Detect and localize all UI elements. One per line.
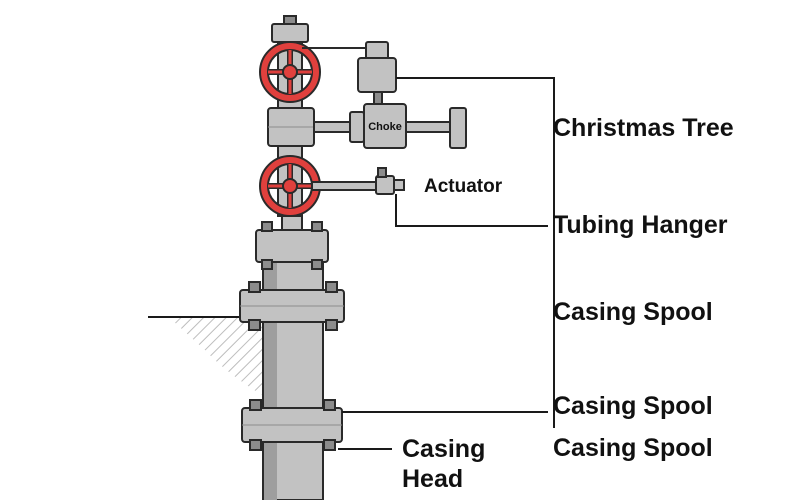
label-casing-spool-1: Casing Spool bbox=[553, 298, 713, 326]
wing-valve-block bbox=[302, 41, 397, 105]
casing-spool-flange-upper bbox=[239, 281, 345, 331]
ground-hatch bbox=[170, 318, 262, 395]
bracket-line bbox=[396, 77, 555, 428]
label-casing-head-line1: Casing bbox=[402, 435, 486, 463]
choke-assembly bbox=[313, 103, 467, 149]
actuator-arm bbox=[311, 167, 405, 195]
label-actuator: Actuator bbox=[424, 176, 503, 197]
label-casing-head: Casing Head bbox=[402, 435, 485, 494]
master-valve-wheel-upper bbox=[259, 41, 321, 103]
tubing-hanger-body bbox=[255, 213, 329, 270]
label-tubing-hanger: Tubing Hanger bbox=[553, 211, 728, 239]
choke-label: Choke bbox=[368, 121, 402, 133]
master-valve-wheel-lower bbox=[259, 155, 321, 217]
label-casing-head-line2: Head bbox=[402, 464, 464, 493]
ground bbox=[148, 316, 262, 395]
label-christmas-tree: Christmas Tree bbox=[553, 114, 734, 142]
tubing-hanger-leader bbox=[395, 194, 548, 227]
label-casing-spool-3: Casing Spool bbox=[553, 434, 713, 462]
leader-lines bbox=[338, 77, 555, 450]
casing-spool-flange-lower bbox=[241, 399, 343, 451]
label-casing-spool-2: Casing Spool bbox=[553, 392, 713, 420]
